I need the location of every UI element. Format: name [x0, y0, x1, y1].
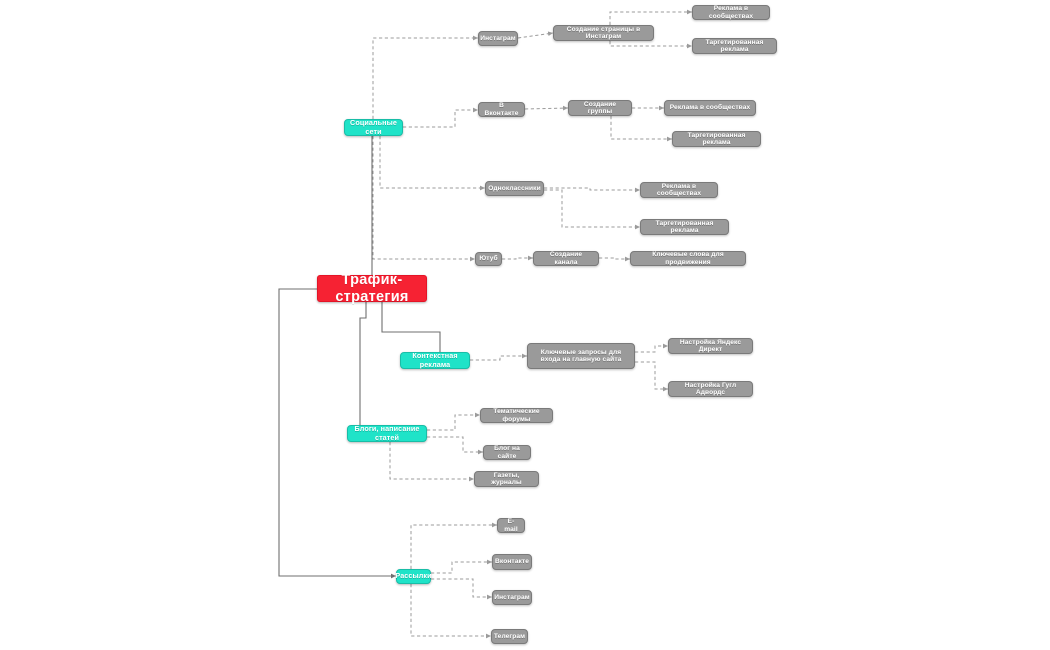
leaf-node-ig-ads-target[interactable]: Таргетированная реклама — [692, 38, 777, 54]
node-label: Ютуб — [479, 255, 498, 263]
node-label: Одноклассники — [488, 184, 541, 192]
node-label: Блог на сайте — [494, 445, 520, 460]
root-to-social — [344, 125, 373, 275]
node-label: Создание канала — [549, 251, 583, 266]
leaf-node-tg-mail[interactable]: Телеграм — [491, 629, 528, 644]
leaf-node-yt-channel[interactable]: Создание канала — [533, 251, 599, 266]
branch-node-context[interactable]: Контекстная реклама — [400, 352, 470, 369]
branch-node-mailing[interactable]: Рассылки — [395, 569, 432, 584]
mailing-to-vk — [431, 559, 492, 574]
ok-to-ads-target — [544, 189, 640, 230]
social-to-instagram — [372, 35, 478, 119]
queries-to-yandex — [635, 343, 668, 353]
leaf-node-email[interactable]: E-mail — [497, 518, 525, 533]
dashed-connectors — [372, 9, 692, 639]
leaf-node-ok[interactable]: Одноклассники — [485, 181, 544, 196]
node-label: E-mail — [504, 518, 518, 533]
node-label: Настройка Гугл Адвордс — [684, 381, 737, 396]
social-to-youtube — [372, 136, 475, 262]
node-label: Создание страницы в Инстаграм — [566, 25, 641, 40]
leaf-node-ctx-queries[interactable]: Ключевые запросы для входа на главную са… — [527, 343, 635, 369]
leaf-node-newspapers[interactable]: Газеты, журналы — [474, 471, 539, 487]
blogs-to-forums — [427, 412, 480, 431]
node-label: Социальные сети — [350, 118, 397, 136]
node-label: Контекстная реклама — [412, 351, 458, 369]
branch-node-blogs[interactable]: Блоги, написание статей — [347, 425, 427, 442]
leaf-node-ig-mail[interactable]: Инстаграм — [492, 590, 532, 605]
node-label: Таргетированная реклама — [705, 38, 764, 53]
node-label: Блоги, написание статей — [354, 424, 420, 442]
node-label: Ключевые запросы для входа на главную са… — [540, 348, 622, 363]
node-label: Телеграм — [493, 632, 526, 640]
page-to-ads-target — [609, 41, 692, 49]
vk-to-group — [524, 105, 569, 111]
node-label: Реклама в сообществах — [708, 5, 754, 20]
leaf-node-vk-mail[interactable]: Вконтакте — [492, 554, 532, 570]
node-label: Инстаграм — [494, 593, 530, 601]
leaf-node-vk-ads-comm[interactable]: Реклама в сообществах — [664, 100, 756, 116]
social-to-ok — [379, 136, 485, 191]
instagram-to-page — [517, 31, 554, 39]
leaf-node-vk-ads-target[interactable]: Таргетированная реклама — [672, 131, 761, 147]
root-node-root[interactable]: Трафик-стратегия — [317, 272, 427, 305]
queries-to-google — [635, 361, 668, 392]
root-to-blogs — [359, 302, 387, 437]
node-label: Газеты, журналы — [491, 471, 522, 486]
group-to-ads-target — [610, 116, 672, 142]
node-label: Ключевые слова для продвижения — [652, 251, 724, 266]
leaf-node-youtube[interactable]: Ютуб — [475, 252, 502, 266]
page-to-ads-comm — [609, 9, 692, 25]
youtube-to-channel — [502, 255, 533, 261]
leaf-node-google-adwords[interactable]: Настройка Гугл Адвордс — [668, 381, 753, 397]
leaf-node-site-blog[interactable]: Блог на сайте — [483, 445, 531, 460]
node-label: Тематические форумы — [493, 408, 540, 423]
node-label: Трафик-стратегия — [335, 272, 409, 305]
blogs-to-newspapers — [389, 442, 474, 482]
leaf-node-ok-ads-target[interactable]: Таргетированная реклама — [640, 219, 729, 235]
leaf-node-vk[interactable]: В Вконтакте — [478, 102, 525, 117]
node-label: Реклама в сообществах — [669, 104, 751, 112]
node-label: Настройка Яндекс Директ — [679, 338, 742, 353]
node-label: Создание группы — [583, 100, 617, 115]
channel-to-keywords — [599, 256, 630, 262]
leaf-node-ig-page[interactable]: Создание страницы в Инстаграм — [553, 25, 654, 41]
node-label: Инстаграм — [480, 34, 516, 42]
node-label: Вконтакте — [495, 558, 529, 566]
leaf-node-vk-group[interactable]: Создание группы — [568, 100, 632, 116]
mailing-to-tg — [410, 584, 491, 639]
node-label: Таргетированная реклама — [687, 131, 746, 146]
leaf-node-yt-keywords[interactable]: Ключевые слова для продвижения — [630, 251, 746, 266]
node-label: Реклама в сообществах — [656, 182, 702, 197]
ok-to-ads-comm — [544, 187, 640, 193]
social-to-vk — [403, 107, 478, 128]
context-to-queries — [470, 353, 527, 361]
leaf-node-yandex-direct[interactable]: Настройка Яндекс Директ — [668, 338, 753, 354]
node-label: Таргетированная реклама — [655, 219, 714, 234]
leaf-node-ok-ads-comm[interactable]: Реклама в сообществах — [640, 182, 718, 198]
leaf-node-ig-ads-comm[interactable]: Реклама в сообществах — [692, 5, 770, 20]
node-label: В Вконтакте — [484, 102, 519, 117]
mailing-to-ig — [431, 578, 492, 600]
leaf-node-forums[interactable]: Тематические форумы — [480, 408, 553, 423]
branch-node-social[interactable]: Социальные сети — [344, 119, 403, 136]
leaf-node-instagram[interactable]: Инстаграм — [478, 31, 518, 46]
blogs-to-site-blog — [427, 436, 483, 455]
node-label: Рассылки — [395, 571, 432, 581]
mailing-to-email — [410, 522, 497, 569]
